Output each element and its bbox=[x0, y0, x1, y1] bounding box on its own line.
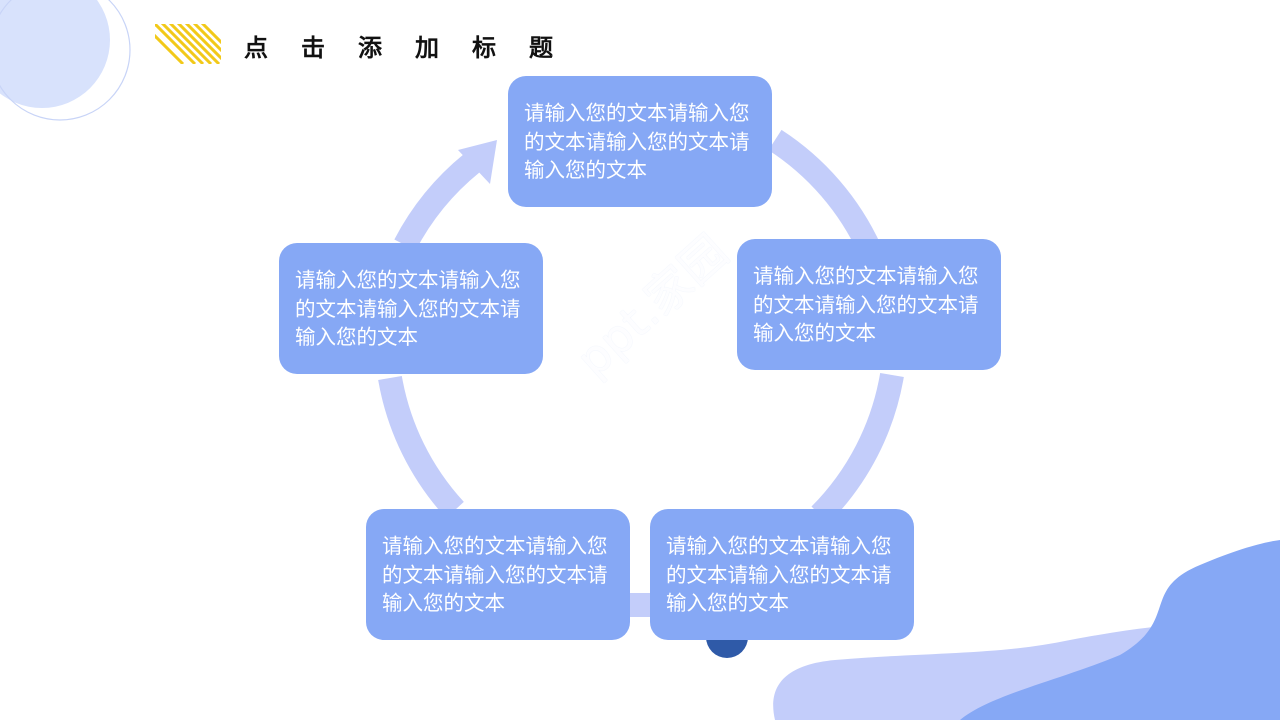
cycle-box-right[interactable]: 请输入您的文本请输入您的文本请输入您的文本请输入您的文本 bbox=[737, 239, 1001, 370]
cycle-box-text: 请输入您的文本请输入您的文本请输入您的文本请输入您的文本 bbox=[753, 264, 979, 345]
cycle-box-text: 请输入您的文本请输入您的文本请输入您的文本请输入您的文本 bbox=[666, 534, 892, 615]
cycle-box-text: 请输入您的文本请输入您的文本请输入您的文本请输入您的文本 bbox=[382, 534, 608, 615]
cycle-box-top[interactable]: 请输入您的文本请输入您的文本请输入您的文本请输入您的文本 bbox=[508, 76, 772, 207]
cycle-box-text: 请输入您的文本请输入您的文本请输入您的文本请输入您的文本 bbox=[295, 268, 521, 349]
cycle-ring bbox=[378, 129, 904, 617]
corner-circle-outline bbox=[0, 0, 131, 121]
cycle-box-text: 请输入您的文本请输入您的文本请输入您的文本请输入您的文本 bbox=[524, 101, 750, 182]
dark-blue-dot bbox=[706, 637, 748, 658]
cycle-box-bottom-left[interactable]: 请输入您的文本请输入您的文本请输入您的文本请输入您的文本 bbox=[366, 509, 630, 640]
wave-dark bbox=[960, 540, 1280, 720]
slide-title[interactable]: 点击添加标题 bbox=[244, 33, 586, 62]
cycle-box-left[interactable]: 请输入您的文本请输入您的文本请输入您的文本请输入您的文本 bbox=[279, 243, 543, 374]
hatch-icon bbox=[155, 24, 221, 64]
cycle-arrowhead bbox=[458, 140, 497, 184]
cycle-box-bottom-right[interactable]: 请输入您的文本请输入您的文本请输入您的文本请输入您的文本 bbox=[650, 509, 914, 640]
corner-circle-fill bbox=[0, 0, 110, 108]
